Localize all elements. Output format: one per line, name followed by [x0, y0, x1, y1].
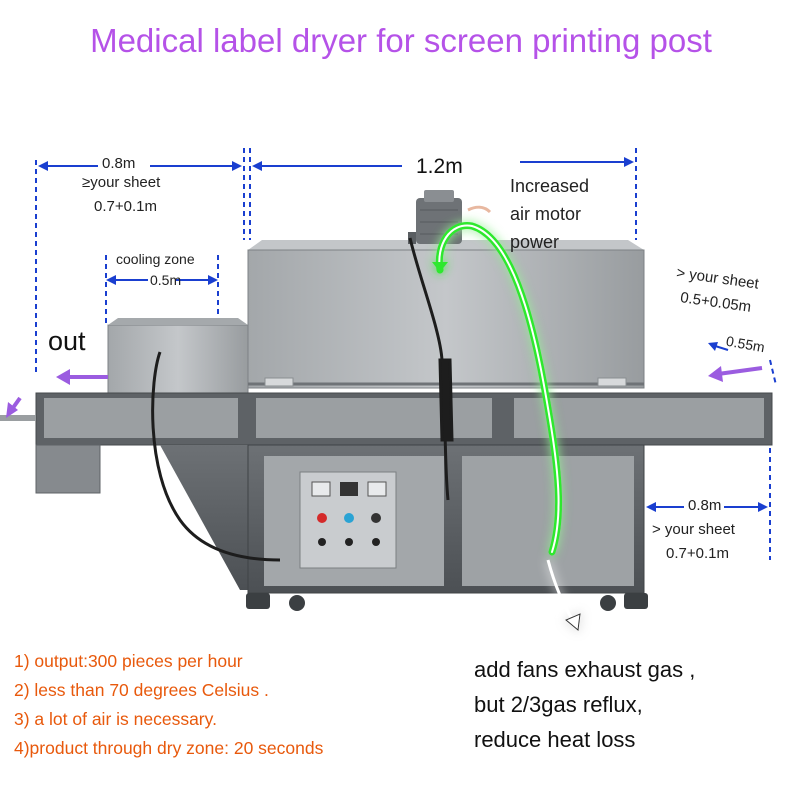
note-4: 4)product through dry zone: 20 seconds [14, 738, 324, 758]
right-length-label: 0.8m [688, 497, 722, 514]
out-label: out [48, 326, 86, 356]
conveyor-frame [35, 392, 773, 446]
motor-pointer-icon [467, 205, 492, 214]
right-sheet-label: > your sheet [652, 521, 735, 538]
cooling-zone-label: cooling zone [116, 251, 195, 267]
note-1: 1) output:300 pieces per hour [14, 651, 243, 671]
casters [246, 593, 648, 611]
cooling-length-label: 0.5m [150, 272, 182, 288]
exit-sheet-label: ≥your sheet [82, 174, 161, 191]
control-panel [299, 471, 397, 569]
motor-note-line2: air motor [510, 204, 582, 224]
exhaust-note-line1: add fans exhaust gas , [474, 657, 696, 682]
exit-formula-label: 0.7+0.1m [94, 198, 157, 215]
exit-length-label: 0.8m [102, 155, 136, 172]
exhaust-note-line2: but 2/3gas reflux, [474, 692, 643, 717]
motor-note-line1: Increased [510, 176, 590, 196]
note-2: 2) less than 70 degrees Celsius . [14, 680, 269, 700]
exhaust-note-line3: reduce heat loss [474, 727, 636, 752]
motor-note-line3: power [510, 232, 560, 252]
page-title: Medical label dryer for screen printing … [90, 22, 712, 59]
dimension-guides [35, 148, 777, 560]
main-length-label: 1.2m [416, 155, 463, 178]
right-formula-label: 0.7+0.1m [666, 545, 729, 562]
flow-arrows [6, 366, 763, 418]
note-3: 3) a lot of air is necessary. [14, 709, 217, 729]
cooling-zone-box [107, 318, 249, 396]
fan-motor [408, 190, 462, 244]
cables [151, 237, 454, 562]
airflow-path [432, 222, 581, 631]
